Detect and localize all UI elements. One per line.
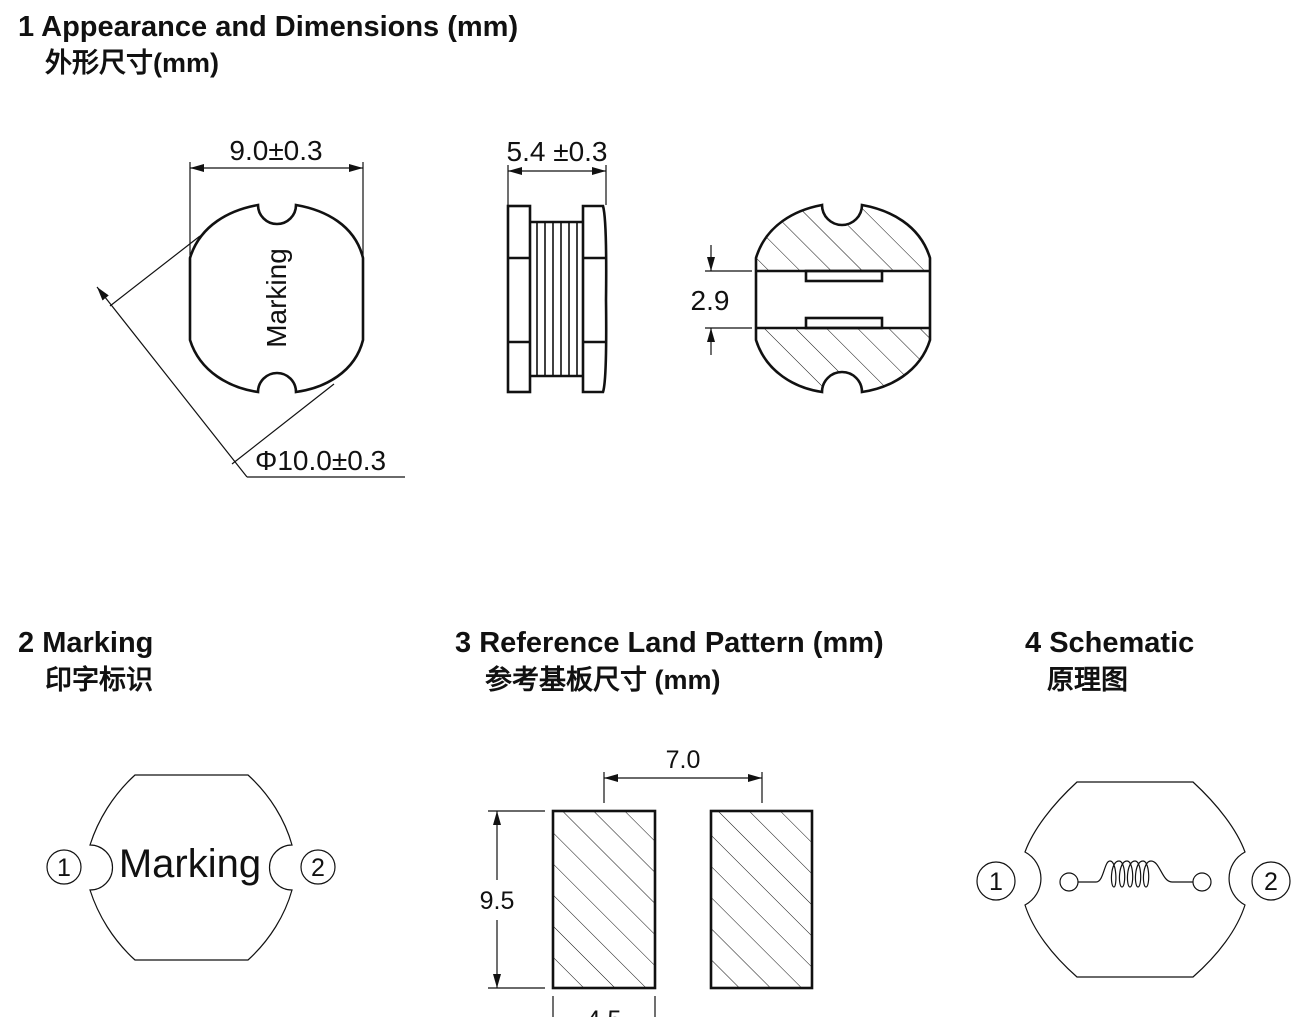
gap-dimension: 2.9	[691, 285, 730, 316]
cross-section-view: 2.9	[691, 203, 932, 394]
inductor-symbol	[1059, 860, 1212, 892]
svg-text:4 Schematic: 4 Schematic	[1025, 627, 1194, 659]
section-3-heading: 3 Reference Land Pattern (mm) 参考基板尺寸 (mm…	[455, 627, 884, 695]
pad-height-dimension: 9.5	[480, 887, 515, 915]
diameter-dimension: Φ10.0±0.3	[255, 445, 386, 476]
svg-text:参考基板尺寸 (mm): 参考基板尺寸 (mm)	[485, 664, 721, 695]
svg-text:1 Appearance and Dimensions (m: 1 Appearance and Dimensions (mm)	[18, 11, 518, 43]
svg-text:原理图: 原理图	[1047, 665, 1128, 695]
schematic-pin-2: 2	[1264, 868, 1278, 896]
svg-text:2 Marking: 2 Marking	[18, 627, 153, 659]
marking-diagram: Marking 1 2	[46, 774, 336, 961]
schematic-pin-1: 1	[989, 868, 1003, 896]
width-dimension: 9.0±0.3	[229, 135, 322, 166]
pad-width-dimension: 4.5	[587, 1006, 622, 1017]
section-2-heading: 2 Marking 印字标识	[18, 627, 153, 695]
svg-text:外形尺寸(mm): 外形尺寸(mm)	[45, 48, 219, 78]
right-pad	[709, 809, 814, 990]
land-pattern-diagram: 7.0 9.5 4.5	[480, 746, 814, 1017]
pin-1-label: 1	[57, 854, 71, 882]
svg-text:印字标识: 印字标识	[45, 664, 153, 695]
spacing-dimension: 7.0	[666, 746, 701, 774]
section-4-heading: 4 Schematic 原理图	[1025, 627, 1194, 695]
height-dimension: 5.4 ±0.3	[507, 136, 608, 167]
svg-text:3 Reference Land Pattern (mm): 3 Reference Land Pattern (mm)	[455, 627, 884, 659]
left-pad	[551, 809, 657, 990]
top-view: Marking 9.0±0.3 Φ10.0±0.3	[96, 135, 405, 478]
marking-text: Marking	[119, 842, 261, 886]
pin-2-label: 2	[311, 854, 325, 882]
schematic-diagram: 1 2	[976, 781, 1291, 978]
side-view: 5.4 ±0.3	[507, 136, 608, 394]
section-1-heading: 1 Appearance and Dimensions (mm) 外形尺寸(mm…	[18, 11, 518, 78]
top-view-marking: Marking	[261, 248, 292, 348]
